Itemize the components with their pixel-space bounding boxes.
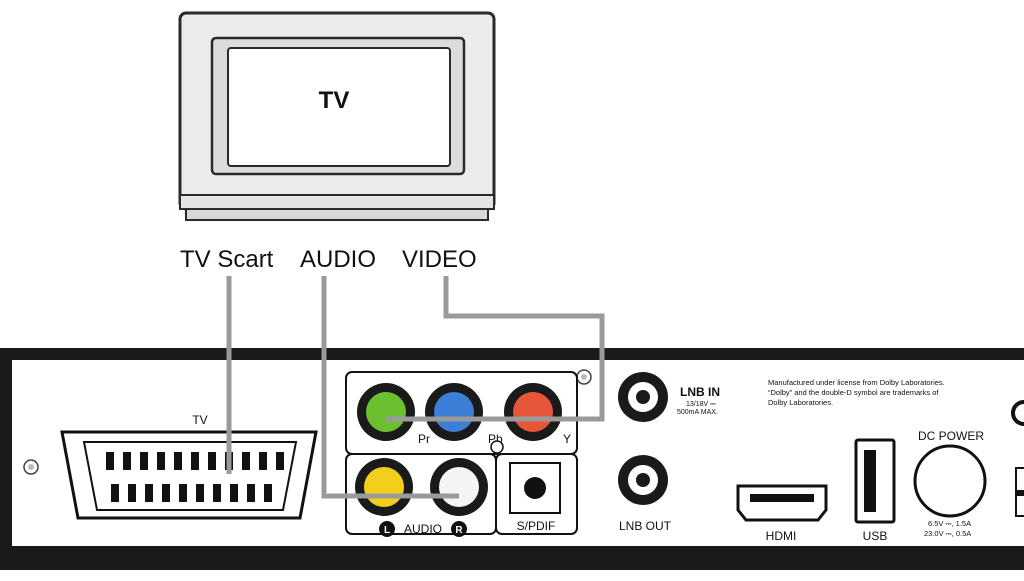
jack-audio-r[interactable] — [439, 467, 479, 507]
scart-pin — [208, 452, 216, 470]
scart-pin — [128, 484, 136, 502]
scart-pin — [106, 452, 114, 470]
dolby-notice-line-1: Manufactured under license from Dolby La… — [768, 378, 945, 387]
hdmi-port-contacts — [750, 494, 814, 502]
dc-spec-1: 6.5V ⎓, 1.5A — [928, 519, 971, 528]
label-y: Y — [563, 432, 571, 446]
lnb-in-spec-2: 500mA MAX. — [677, 409, 718, 416]
label-tv-scart: TV Scart — [180, 246, 274, 273]
dc-power-port[interactable] — [913, 444, 987, 518]
screw-top-center — [581, 374, 587, 380]
spdif-port-hole — [524, 477, 546, 499]
cable-video — [386, 276, 605, 422]
scart-pin — [140, 452, 148, 470]
lnb-in-label: LNB IN — [680, 385, 720, 399]
scart-pin — [264, 484, 272, 502]
tv-screen-label: TV — [319, 87, 350, 114]
label-audio: AUDIO — [300, 246, 376, 273]
jack-audio-l[interactable] — [364, 467, 404, 507]
tv-set: TV — [178, 11, 496, 221]
audio-l-badge — [379, 521, 395, 537]
spdif-label: S/PDIF — [517, 519, 556, 533]
dolby-notice-line-3: Dolby Laboratories. — [768, 398, 833, 407]
receiver-back-panel: TV Pr Pb Y L R AUDIO S/PDIF — [0, 348, 1024, 570]
scart-pin — [242, 452, 250, 470]
label-video: VIDEO — [402, 246, 477, 273]
scart-pin — [230, 484, 238, 502]
tv-screen — [227, 47, 451, 167]
scart-pin — [145, 484, 153, 502]
hdmi-label: HDMI — [766, 529, 797, 543]
scart-pin — [123, 452, 131, 470]
cables — [226, 276, 605, 499]
scart-pin — [213, 484, 221, 502]
tv-base-top — [179, 194, 495, 210]
scart-pin — [191, 452, 199, 470]
scart-pin — [162, 484, 170, 502]
audio-label: AUDIO — [404, 522, 442, 536]
dc-spec-2: 23.0V ⎓, 0.5A — [924, 529, 971, 538]
hdmi-port[interactable] — [736, 484, 828, 522]
partial-switch-right — [1015, 467, 1024, 517]
lnb-out-label: LNB OUT — [619, 519, 672, 533]
partial-round-port-right — [1011, 400, 1024, 426]
dolby-notice-line-2: “Dolby” and the double-D symbol are trad… — [768, 388, 939, 397]
scart-pin — [111, 484, 119, 502]
spdif-indicator — [490, 440, 504, 454]
scart-pin — [247, 484, 255, 502]
jack-pr[interactable] — [366, 392, 406, 432]
lnb-out-pin — [636, 473, 650, 487]
jack-y[interactable] — [513, 392, 553, 432]
scart-pin — [174, 452, 182, 470]
scart-pin — [259, 452, 267, 470]
scart-pin — [157, 452, 165, 470]
audio-r-badge-text: R — [455, 525, 463, 536]
scart-pin — [196, 484, 204, 502]
audio-r-badge — [451, 521, 467, 537]
usb-port-tongue — [864, 450, 876, 512]
screw-left-center — [28, 464, 34, 470]
dc-power-label: DC POWER — [918, 429, 984, 443]
scart-pin — [276, 452, 284, 470]
usb-label: USB — [863, 529, 888, 543]
cable-audio — [321, 276, 459, 499]
scart-label: TV — [192, 413, 207, 427]
scart-pin — [179, 484, 187, 502]
audio-l-badge-text: L — [384, 525, 390, 536]
tv-base — [185, 208, 489, 221]
lnb-in-spec-1: 13/18V ⎓ — [686, 401, 716, 408]
jack-pb[interactable] — [434, 392, 474, 432]
lnb-in-pin — [636, 390, 650, 404]
label-pr: Pr — [418, 432, 430, 446]
partial-switch-right-mark — [1017, 490, 1024, 496]
